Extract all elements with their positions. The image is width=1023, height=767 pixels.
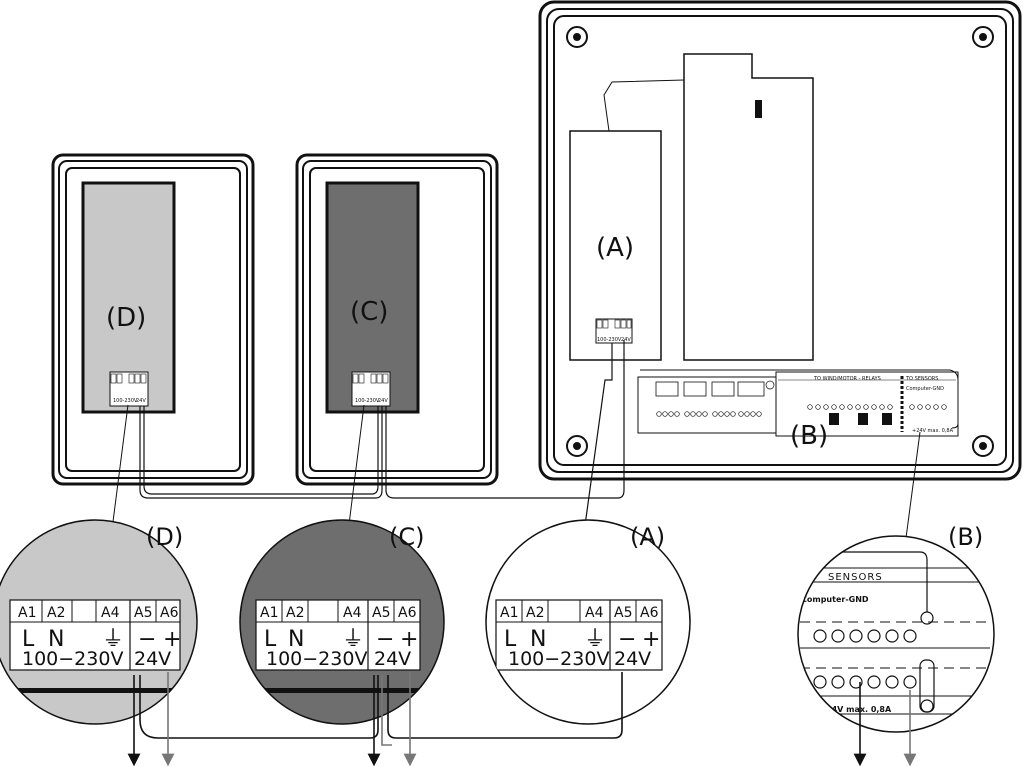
sensor-board-b: TO WIND/MOTOR - RELAYS TO SENSORS Comput…	[637, 369, 959, 437]
mini-low-label: 24V	[621, 337, 631, 343]
upper-wiring	[139, 340, 625, 541]
sensor-gnd-label: Computer-GND	[801, 595, 869, 604]
screw-icon	[972, 26, 994, 48]
callout-a-label: (A)	[630, 523, 665, 551]
screw-icon	[972, 435, 994, 457]
terminal-a5: A5	[134, 605, 152, 621]
terminal-a6: A6	[160, 605, 179, 621]
terminal-a5: A5	[614, 605, 632, 621]
terminal-a2: A2	[286, 605, 304, 621]
terminal-a4: A4	[101, 605, 120, 621]
board-motor-relays-label: TO WIND/MOTOR - RELAYS	[813, 376, 881, 382]
mains-voltage: 100−230V	[508, 648, 609, 670]
terminal-minus: −	[618, 627, 636, 652]
terminal-n: N	[48, 627, 64, 652]
terminal-a4: A4	[343, 605, 362, 621]
terminal-l: L	[22, 627, 35, 652]
terminal-minus: −	[138, 627, 156, 652]
mini-mains-label: 100-230V	[355, 398, 380, 404]
board-to-sensors-label: TO SENSORS	[905, 376, 938, 382]
mini-low-label: 24V	[378, 398, 388, 404]
terminal-a6: A6	[640, 605, 659, 621]
lower-wiring	[127, 672, 917, 767]
terminal-a2: A2	[47, 605, 65, 621]
callout-d-label: (D)	[146, 523, 183, 551]
unit-c-label: (C)	[350, 297, 388, 327]
terminal-l: L	[504, 627, 517, 652]
callout-b: SENSORS Computer-GND 24V max. 0,8A (B)	[797, 523, 995, 733]
board-gnd-label: Computer-GND	[906, 386, 944, 392]
cabinet-d: (D) 100-230V 24V	[51, 153, 255, 486]
terminal-a2: A2	[526, 605, 544, 621]
board-rating-label: +24V max. 0,8A	[912, 428, 954, 434]
terminal-a5: A5	[372, 605, 390, 621]
callout-a: A1 A2 A4 A5 A6 L N ⏚ − + 100−230V 24V (A…	[485, 519, 691, 725]
terminal-block-a: 100-230V 24V	[595, 318, 633, 344]
screw-icon	[566, 435, 588, 457]
mains-voltage: 100−230V	[266, 648, 367, 670]
controller-module	[683, 53, 814, 361]
callout-d: A1 A2 A4 A5 A6 L N ⏚ − + 100−230V 24V (D…	[0, 519, 198, 725]
sensors-title: SENSORS	[828, 572, 883, 583]
callout-b-label: (B)	[948, 523, 983, 551]
mini-mains-label: 100-230V	[113, 398, 138, 404]
unit-d-label: (D)	[106, 303, 146, 333]
earth-icon: ⏚	[584, 627, 606, 652]
callout-c: A1 A2 A4 A5 A6 L N ⏚ − + 100−230V 24V (C…	[239, 519, 445, 725]
mini-low-label: 24V	[136, 398, 146, 404]
terminal-a1: A1	[260, 605, 278, 621]
terminal-n: N	[288, 627, 304, 652]
unit-b-label: (B)	[790, 421, 828, 451]
terminal-plus: +	[163, 627, 181, 652]
terminal-minus: −	[376, 627, 394, 652]
low-voltage: 24V	[134, 648, 171, 670]
terminal-l: L	[264, 627, 277, 652]
mini-mains-label: 100-230V	[597, 337, 622, 343]
terminal-a1: A1	[500, 605, 518, 621]
terminal-block-d: 100-230V 24V	[109, 371, 149, 407]
terminal-plus: +	[400, 627, 418, 652]
earth-icon: ⏚	[342, 627, 364, 652]
cabinet-c: (C) 100-230V 24V	[295, 153, 499, 486]
terminal-a6: A6	[398, 605, 417, 621]
earth-icon: ⏚	[102, 627, 124, 652]
sensor-rating-label: 24V max. 0,8A	[826, 705, 892, 714]
unit-a-label: (A)	[596, 233, 634, 263]
terminal-a1: A1	[18, 605, 36, 621]
screw-icon	[566, 26, 588, 48]
terminal-a4: A4	[585, 605, 604, 621]
low-voltage: 24V	[374, 648, 411, 670]
low-voltage: 24V	[614, 648, 651, 670]
terminal-plus: +	[642, 627, 660, 652]
callout-c-label: (C)	[389, 523, 424, 551]
terminal-block-c: 100-230V 24V	[351, 371, 391, 407]
main-cabinet: 100-230V 24V (A)	[538, 0, 1022, 481]
terminal-n: N	[530, 627, 546, 652]
mains-voltage: 100−230V	[22, 648, 123, 670]
